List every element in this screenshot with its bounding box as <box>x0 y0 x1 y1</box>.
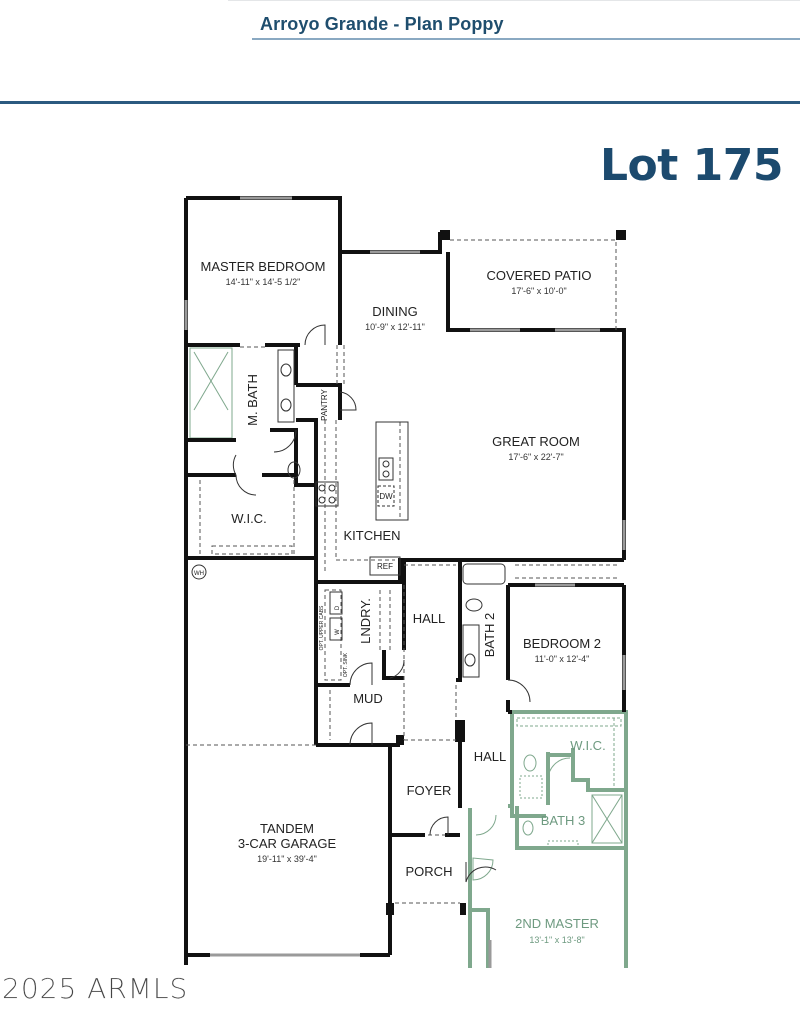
room-great-room: GREAT ROOM <box>492 434 580 449</box>
room-hall-lower: HALL <box>474 749 507 764</box>
refrigerator-label: REF <box>377 562 393 571</box>
posts <box>386 230 626 915</box>
room-bath-2: BATH 2 <box>482 613 497 658</box>
room-laundry: LNDRY. <box>358 598 373 644</box>
water-heater-icon: WH <box>194 571 204 577</box>
room-great-room-dims: 17'-6" x 22'-7" <box>508 452 563 462</box>
room-hall-upper: HALL <box>413 611 446 626</box>
lot-number: Lot 175 <box>600 140 783 191</box>
room-master-bedroom-dims: 14'-11" x 14'-5 1/2" <box>226 277 301 287</box>
room-foyer: FOYER <box>407 783 452 798</box>
washer-label: W <box>335 629 341 635</box>
room-covered-patio: COVERED PATIO <box>487 268 592 283</box>
page-title: Arroyo Grande - Plan Poppy <box>260 14 504 34</box>
room-garage-tandem: TANDEM <box>260 821 314 836</box>
room-2nd-master-dims: 13'-1" x 13'-8" <box>529 935 584 945</box>
room-m-bath: M. BATH <box>245 374 260 426</box>
opt-upper-cabs-label: OPT. UPPER CABS <box>319 605 325 650</box>
room-wic-master: W.I.C. <box>231 511 266 526</box>
fixtures <box>191 324 531 883</box>
room-dining-dims: 10'-9" x 12'-11" <box>365 322 425 332</box>
mls-watermark: 2025 ARMLS <box>2 972 189 1005</box>
room-2nd-master: 2ND MASTER <box>515 916 599 931</box>
top-rule <box>228 0 800 1</box>
room-pantry: PANTRY <box>320 388 329 420</box>
opt-sink-label: OPT. SINK <box>343 652 349 677</box>
section-divider <box>0 101 800 104</box>
room-garage-dims: 19'-11" x 39'-4" <box>257 854 317 864</box>
room-dining: DINING <box>372 304 418 319</box>
room-bath-3: BATH 3 <box>541 813 586 828</box>
room-covered-patio-dims: 17'-6" x 10'-0" <box>511 286 566 296</box>
room-kitchen: KITCHEN <box>343 528 400 543</box>
room-mud: MUD <box>353 691 383 706</box>
dashed-details <box>186 239 620 904</box>
dryer-label: D <box>335 605 341 610</box>
room-labels: MASTER BEDROOM 14'-11" x 14'-5 1/2" DINI… <box>194 259 606 945</box>
room-bedroom-2-dims: 11'-0" x 12'-4" <box>535 654 590 664</box>
room-porch: PORCH <box>406 864 453 879</box>
room-master-bedroom: MASTER BEDROOM <box>201 259 326 274</box>
room-garage: 3-CAR GARAGE <box>238 836 337 851</box>
title-underline <box>252 38 800 40</box>
room-wic-2nd-master: W.I.C. <box>570 738 605 753</box>
room-bedroom-2: BEDROOM 2 <box>523 636 601 651</box>
dishwasher-label: DW <box>379 492 393 501</box>
windows <box>184 196 626 968</box>
